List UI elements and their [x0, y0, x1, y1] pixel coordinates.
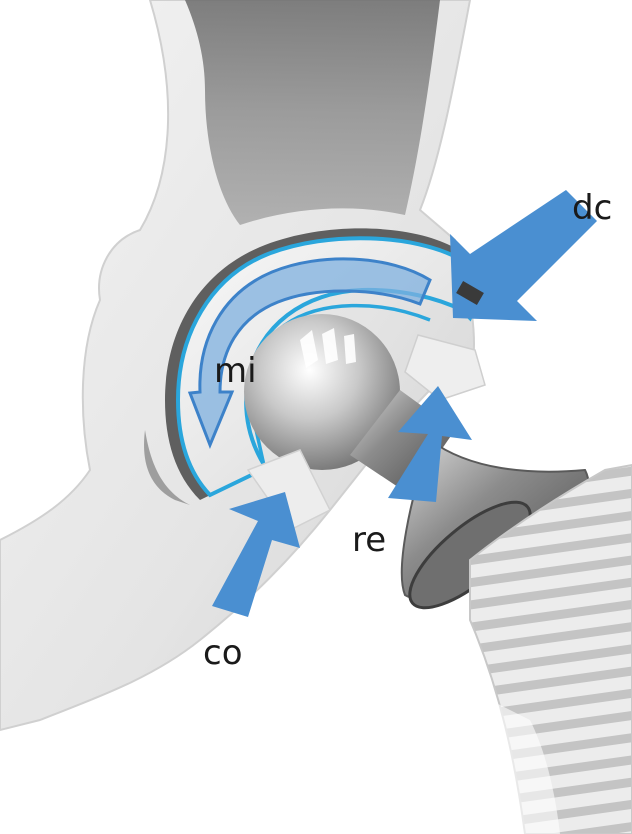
label-dc: dc [572, 191, 612, 225]
label-re: re [352, 523, 386, 557]
label-mi: mi [214, 354, 257, 388]
cancellous-bone [185, 0, 440, 225]
label-co: co [203, 636, 243, 670]
